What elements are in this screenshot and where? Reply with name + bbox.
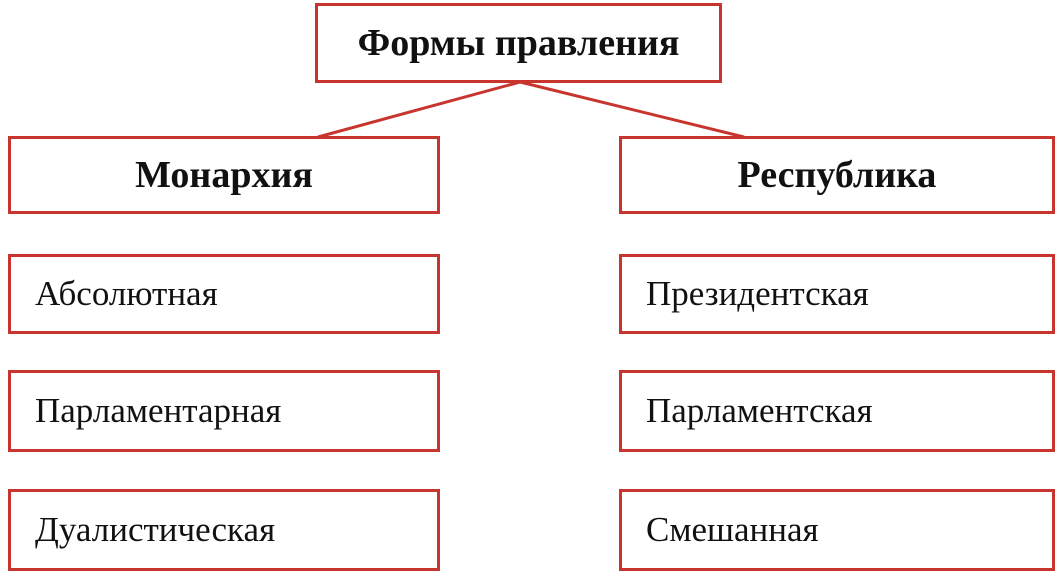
branch-node-republic: Республика bbox=[619, 136, 1055, 214]
leaf-node-label: Абсолютная bbox=[35, 274, 218, 313]
leaf-node-label: Парламентарная bbox=[35, 391, 282, 430]
branch-node-label: Республика bbox=[737, 154, 937, 196]
root-node-label: Формы правления bbox=[357, 22, 680, 64]
leaf-node-label: Дуалистическая bbox=[35, 510, 276, 549]
leaf-node-monarchy-parliamentary: Парламентарная bbox=[8, 370, 440, 452]
leaf-node-republic-mixed: Смешанная bbox=[619, 489, 1055, 571]
branch-node-label: Монархия bbox=[135, 154, 313, 196]
leaf-node-republic-presidential: Президентская bbox=[619, 254, 1055, 334]
root-node: Формы правления bbox=[315, 3, 722, 83]
connector-root-to-republic bbox=[519, 80, 745, 139]
branch-node-monarchy: Монархия bbox=[8, 136, 440, 214]
leaf-node-republic-parliamentary: Парламентская bbox=[619, 370, 1055, 452]
leaf-node-label: Президентская bbox=[646, 274, 869, 313]
leaf-node-label: Парламентская bbox=[646, 391, 873, 430]
leaf-node-monarchy-absolute: Абсолютная bbox=[8, 254, 440, 334]
connector-root-to-monarchy bbox=[317, 80, 521, 139]
leaf-node-label: Смешанная bbox=[646, 510, 819, 549]
leaf-node-monarchy-dualistic: Дуалистическая bbox=[8, 489, 440, 571]
